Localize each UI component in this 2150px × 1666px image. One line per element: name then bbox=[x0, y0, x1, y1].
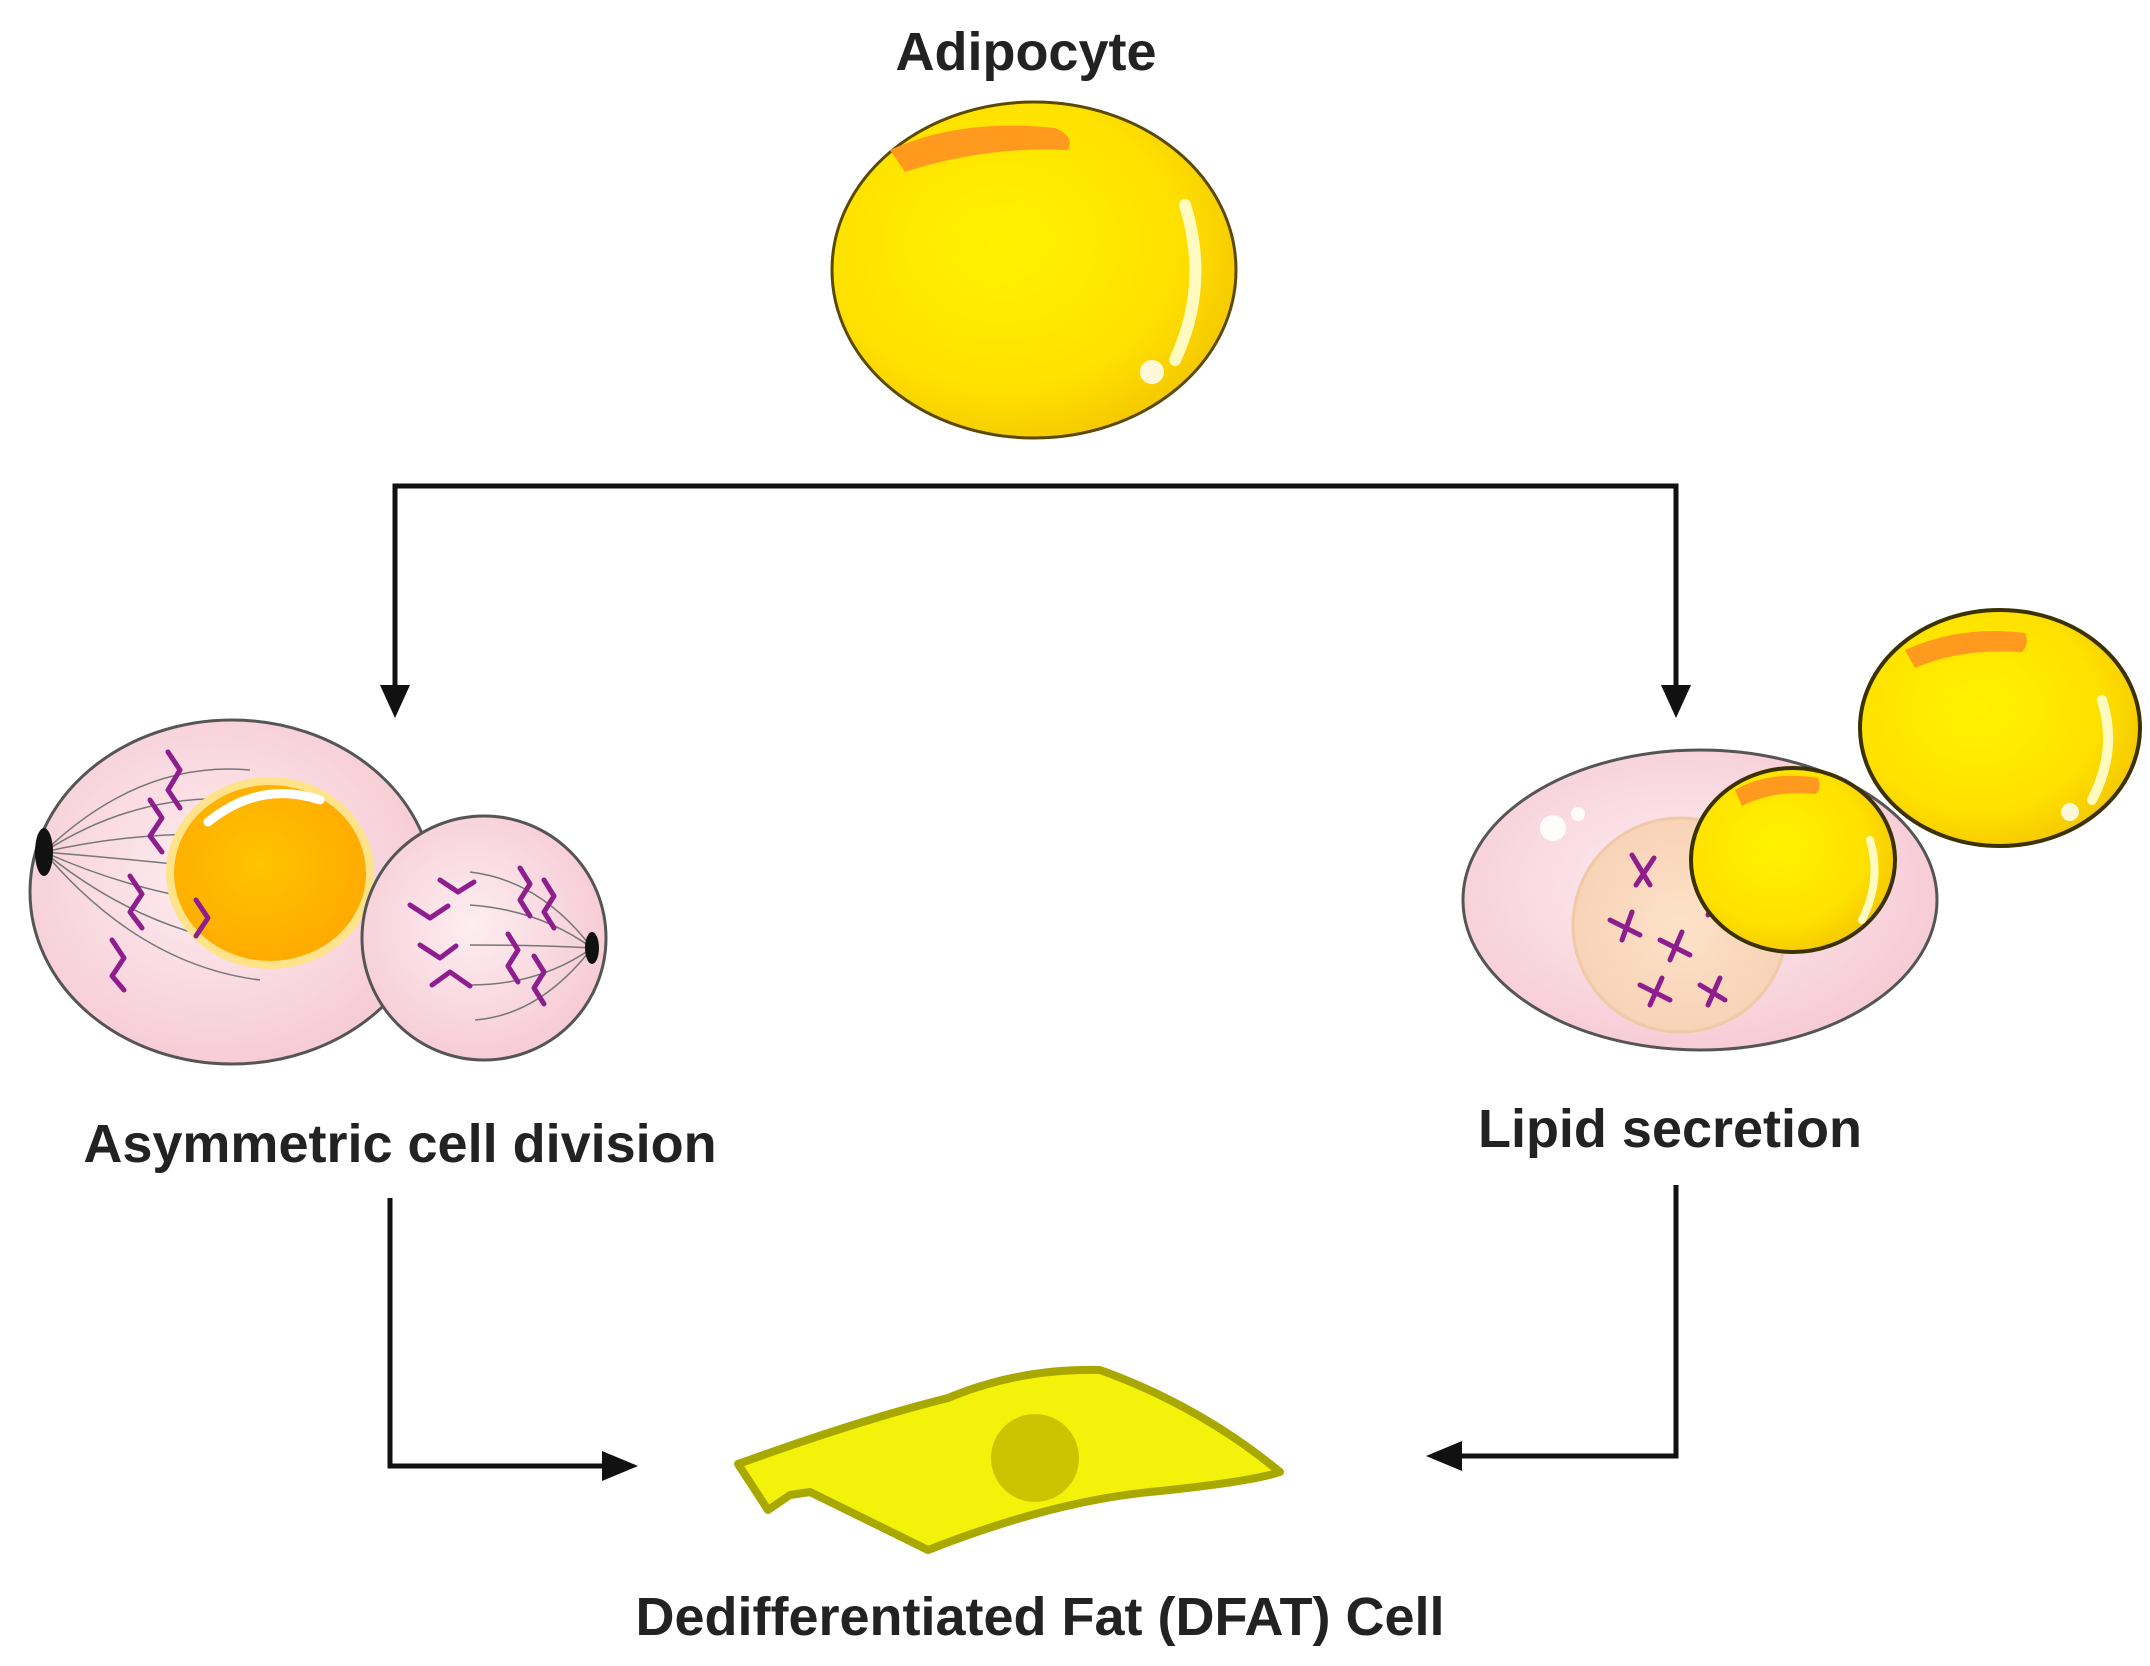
asymmetric-division-cells bbox=[28, 718, 608, 1066]
arrow-adipocyte-to-lipid bbox=[1034, 483, 1691, 718]
arrow-adipocyte-to-asymmetric bbox=[380, 483, 1034, 718]
lipid-secretion-cells bbox=[1461, 608, 2142, 1052]
adipocyte-label: Adipocyte bbox=[895, 22, 1156, 82]
asymmetric-division-label: Asymmetric cell division bbox=[83, 1114, 716, 1174]
dfat-cell-label: Dedifferentiated Fat (DFAT) Cell bbox=[635, 1587, 1444, 1647]
arrow-asymmetric-to-dfat bbox=[387, 1198, 638, 1481]
arrow-lipid-to-dfat bbox=[1426, 1185, 1679, 1471]
dfat-cell bbox=[734, 1365, 1284, 1554]
lipid-secretion-label: Lipid secretion bbox=[1478, 1099, 1862, 1159]
adipocyte-cell bbox=[830, 100, 1238, 440]
